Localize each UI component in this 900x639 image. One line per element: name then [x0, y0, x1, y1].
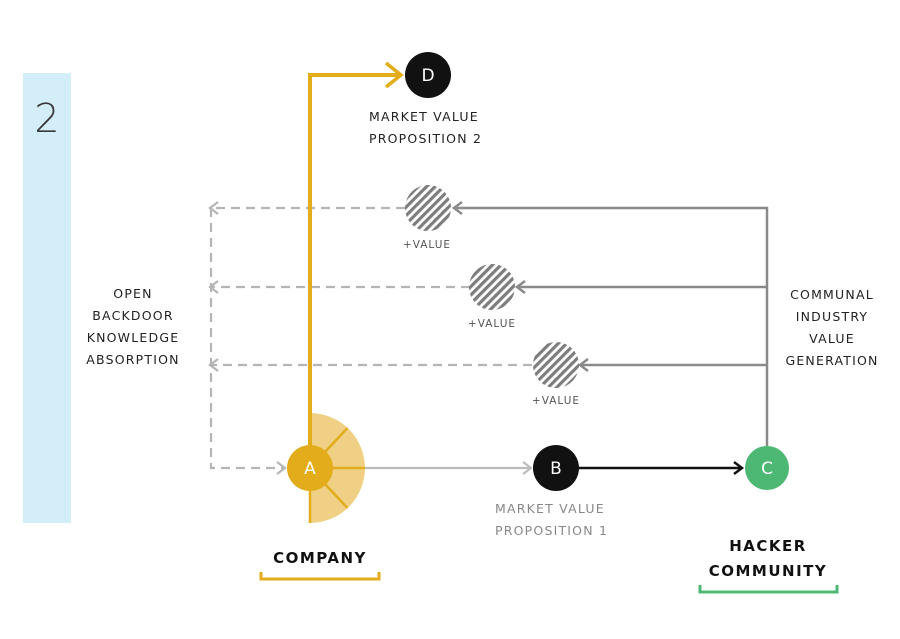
node-c: C [745, 446, 789, 490]
arrow-a-to-b [365, 461, 533, 475]
absorption-dashed-lines [209, 206, 532, 470]
communal-label-line4: GENERATION [785, 353, 878, 368]
community-arrowheads [451, 201, 589, 372]
company-label: COMPANY [273, 549, 367, 567]
value-tag-bottom: +VALUE [532, 395, 580, 407]
open-label-line3: KNOWLEDGE [87, 330, 180, 345]
communal-label-line1: COMMUNAL [790, 287, 874, 302]
mvp2-label-line2: PROPOSITION 2 [369, 131, 482, 146]
section-number: 2 [34, 96, 59, 142]
node-b: B [533, 445, 579, 491]
mvp1-label-line2: PROPOSITION 1 [495, 523, 608, 538]
hacker-underline [698, 585, 839, 594]
node-d: D [405, 52, 451, 98]
value-circle-middle [469, 264, 515, 310]
arrow-a-to-d [308, 61, 404, 446]
company-underline [259, 572, 381, 581]
communal-label-line2: INDUSTRY [796, 309, 869, 324]
mvp2-label-line1: MARKET VALUE [369, 109, 479, 124]
open-label-line2: BACKDOOR [92, 308, 173, 323]
node-d-letter: D [421, 66, 434, 86]
node-c-letter: C [761, 459, 773, 479]
hacker-label-line2: COMMUNITY [709, 562, 828, 580]
absorption-arrowheads [208, 201, 287, 475]
hacker-label-line1: HACKER [729, 537, 807, 555]
section-bar [23, 73, 71, 523]
value-circle-top [405, 185, 451, 231]
mvp1-label-line1: MARKET VALUE [495, 501, 605, 516]
open-label-line4: ABSORPTION [86, 352, 179, 367]
value-tag-middle: +VALUE [468, 318, 516, 330]
value-tag-top: +VALUE [403, 239, 451, 251]
value-circle-bottom [533, 342, 579, 388]
arrow-b-to-c [579, 461, 745, 475]
node-a-letter: A [304, 459, 316, 479]
open-label-line1: OPEN [113, 286, 152, 301]
community-value-lines [454, 206, 769, 446]
company-fan [308, 413, 365, 523]
node-b-letter: B [550, 459, 562, 479]
node-a: A [287, 445, 333, 491]
communal-label-line3: VALUE [809, 331, 855, 346]
